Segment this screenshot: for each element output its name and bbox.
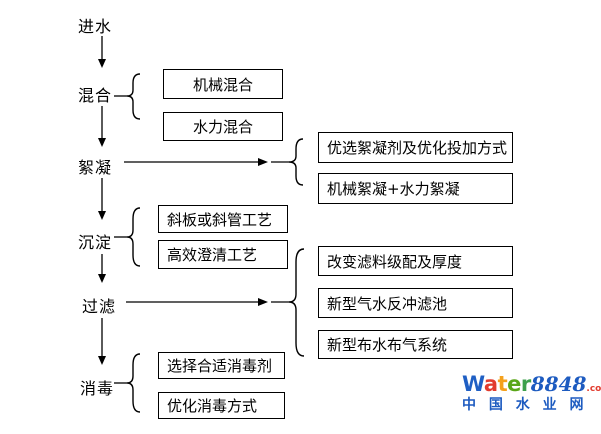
watermark-letter-r: r: [520, 372, 531, 396]
stage-filtration: 过滤: [82, 297, 117, 316]
option-air-water-backwash-filter: 新型气水反冲滤池: [318, 288, 513, 318]
watermark-logo: Water8848.com 中 国 水 业 网: [462, 372, 601, 413]
brace-flocculation: [288, 138, 304, 186]
watermark-brand: Water8848.com: [462, 372, 601, 396]
arrow-inlet-to-mixing: [98, 36, 106, 68]
brace-mixing: [126, 73, 141, 120]
brace-sedimentation: [126, 207, 141, 267]
brace-filtration: [288, 248, 305, 357]
option-hydraulic-mixing: 水力混合: [163, 112, 283, 141]
arrow-filtration-options: [126, 298, 268, 306]
stage-flocculation: 絮凝: [78, 158, 113, 177]
option-mechanical-mixing: 机械混合: [163, 69, 283, 99]
option-disinfection-method: 优化消毒方式: [158, 392, 285, 419]
option-high-efficiency-clarification: 高效澄清工艺: [158, 240, 288, 269]
brace-disinfection: [126, 353, 141, 413]
watermark-letter-w: W: [462, 372, 484, 396]
option-inclined-plate-tube-process: 斜板或斜管工艺: [158, 205, 288, 233]
arrow-flocculation-to-sedimentation: [98, 178, 106, 220]
stage-disinfection: 消毒: [80, 379, 115, 398]
brace-connector-dashes: [114, 95, 289, 384]
option-filter-media-gradation: 改变滤料级配及厚度: [318, 246, 513, 276]
option-flocculant-optimization: 优选絮凝剂及优化投加方式: [318, 132, 513, 163]
watermark-tagline: 中 国 水 业 网: [462, 397, 587, 413]
arrow-flocculation-options: [124, 158, 268, 166]
arrow-filtration-to-disinfection: [98, 318, 106, 365]
option-mechanical-plus-hydraulic-flocculation: 机械絮凝+水力絮凝: [318, 173, 513, 204]
arrow-mixing-to-flocculation: [98, 106, 106, 147]
option-disinfectant-selection: 选择合适消毒剂: [158, 352, 285, 379]
stage-mixing: 混合: [78, 86, 113, 105]
stage-inlet-water: 进水: [78, 17, 113, 36]
arrow-sedimentation-to-filtration: [98, 254, 106, 283]
option-water-air-distribution-system: 新型布水布气系统: [318, 330, 513, 359]
stage-sedimentation: 沉淀: [78, 233, 113, 252]
watermark-letter-t: t: [497, 372, 508, 396]
watermark-number: 8848: [530, 372, 587, 396]
watermark-letter-a: a: [483, 372, 498, 396]
watermark-letter-e: e: [507, 372, 521, 396]
watermark-tld: .com: [586, 384, 601, 394]
